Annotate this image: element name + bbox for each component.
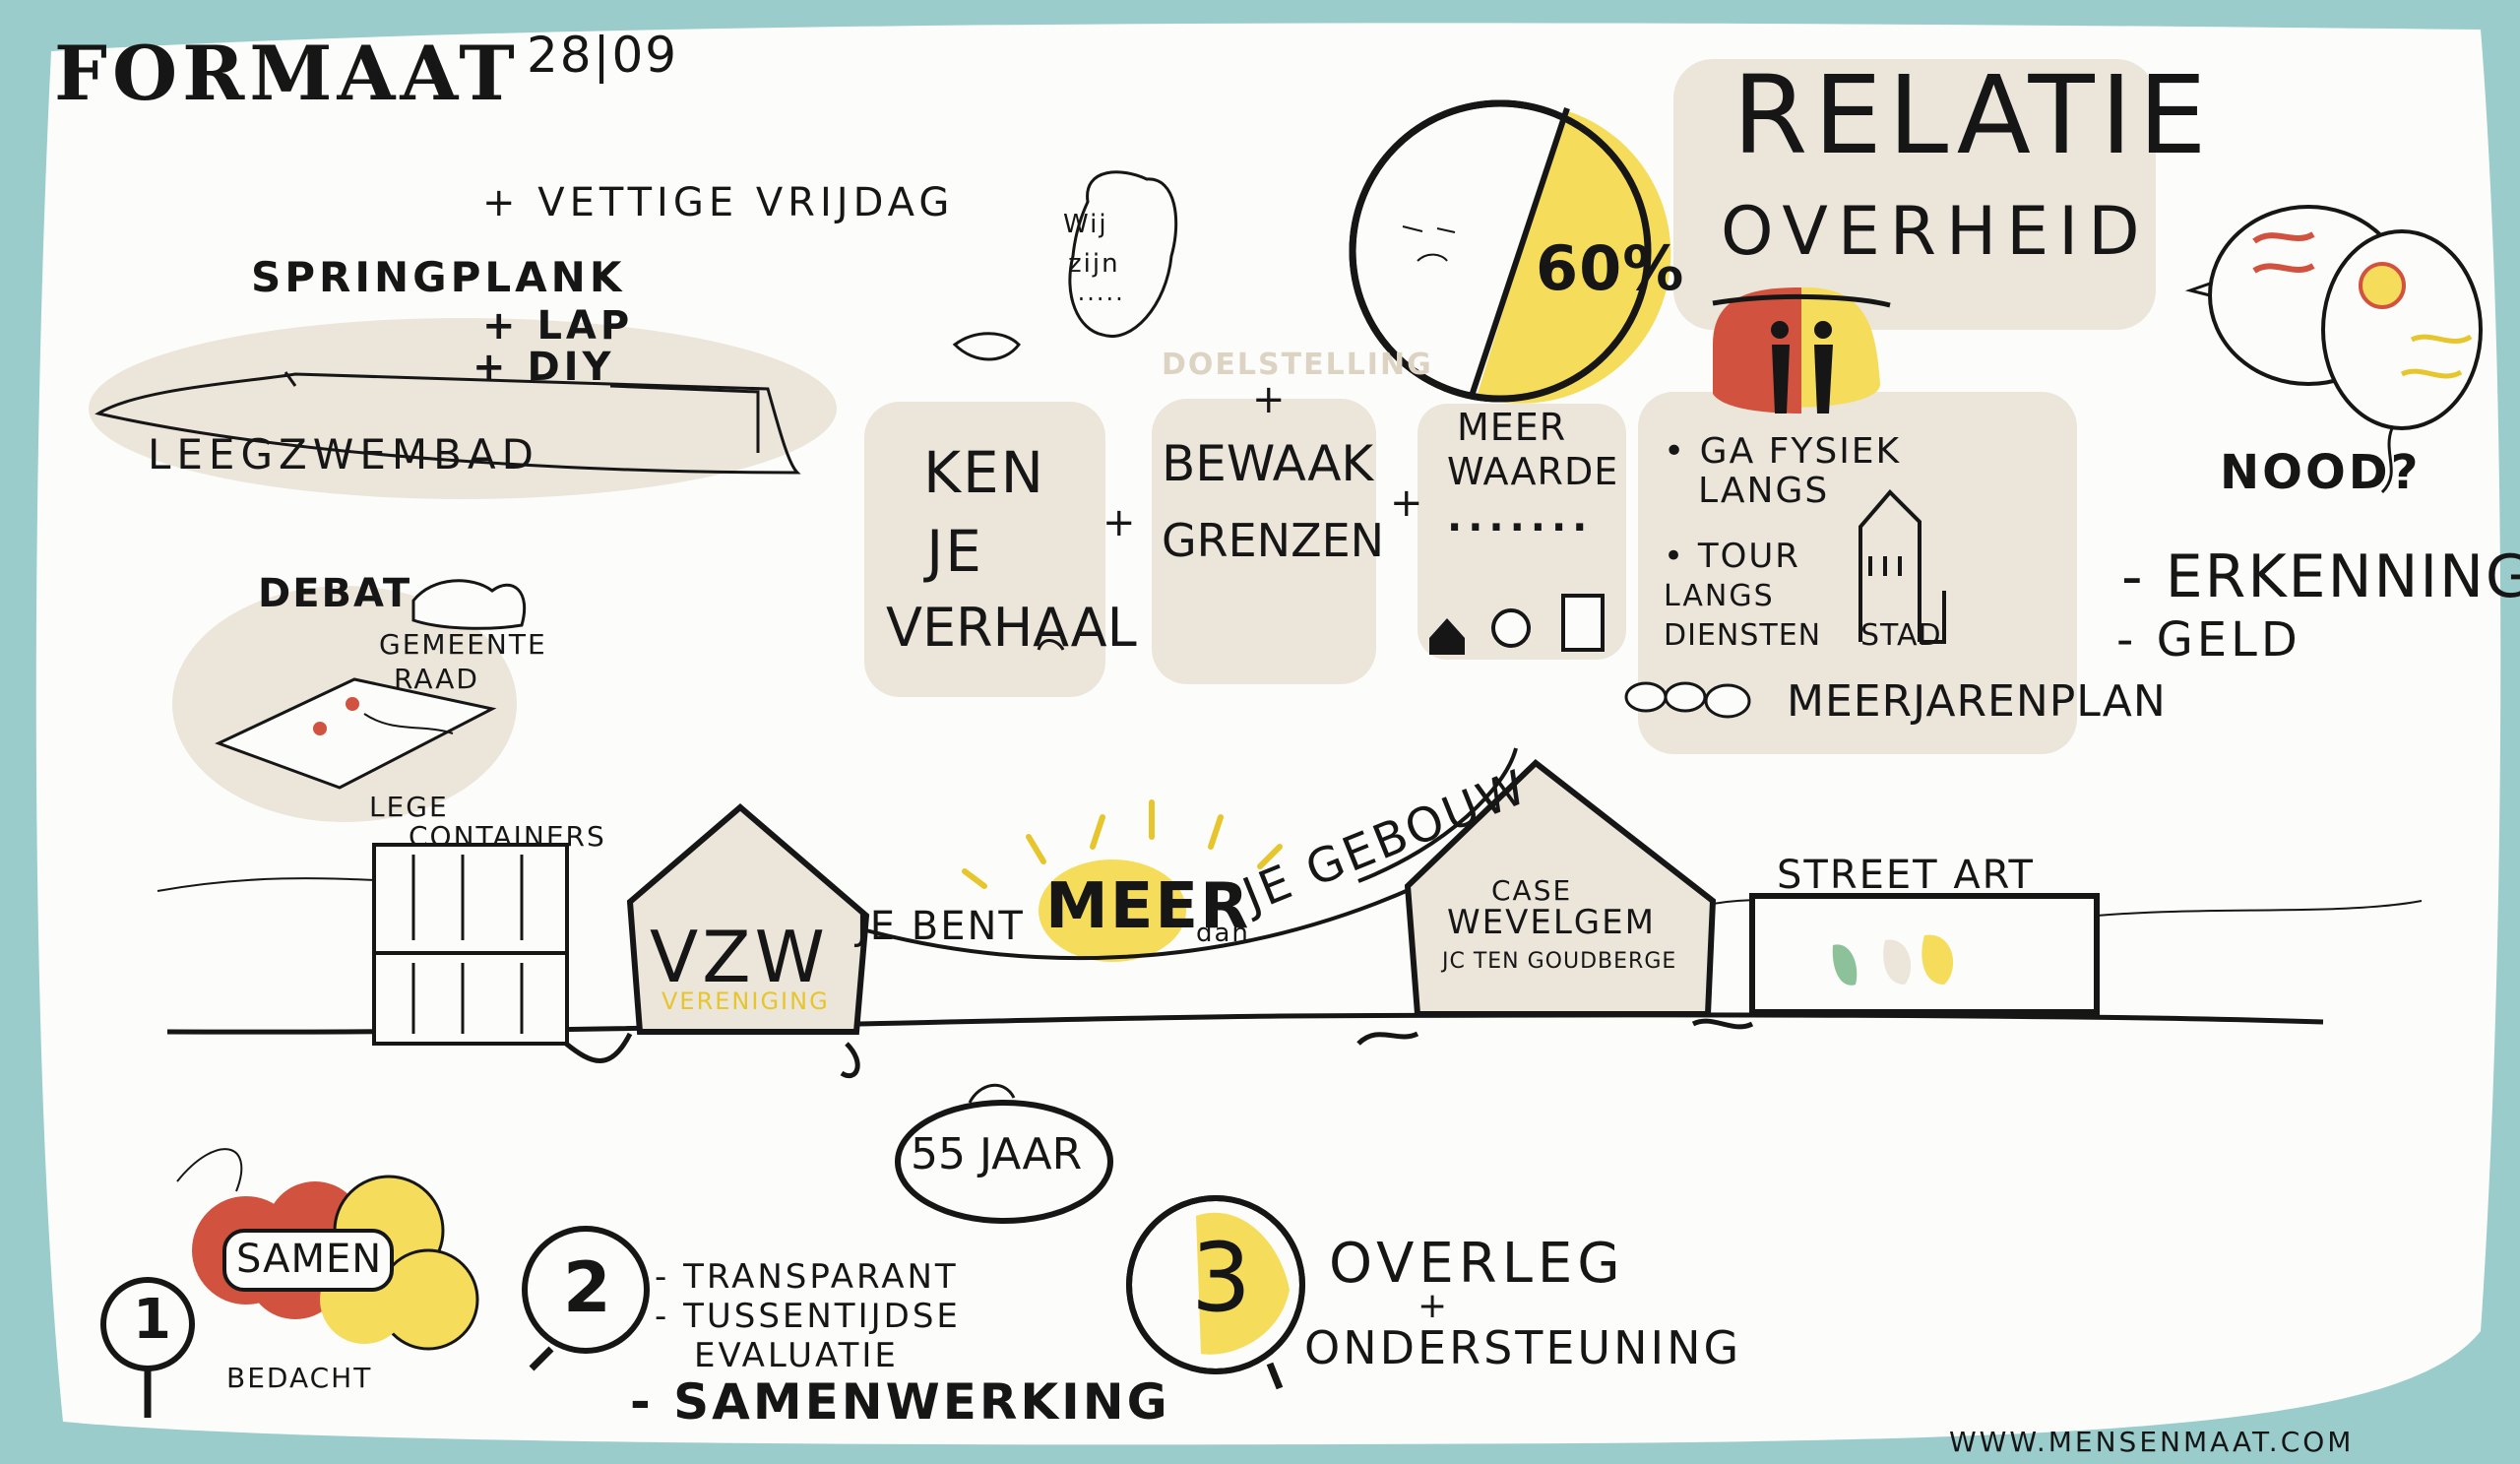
fysiek-line-1: • GA FYSIEK: [1664, 431, 1902, 472]
square-icon: [1561, 594, 1605, 652]
meer-dots: .......: [1447, 495, 1594, 541]
containers-icon: [372, 843, 569, 1046]
meer-line-1: MEER: [1457, 406, 1567, 449]
lap-label: + LAP: [482, 303, 634, 349]
bewaak-line-1: BEWAAK: [1162, 435, 1374, 492]
dan-label: dan: [1196, 919, 1250, 948]
case-label-2: WEVELGEM: [1447, 903, 1656, 942]
meerjarenplan-label: MEERJARENPLAN: [1787, 676, 2167, 727]
ken-line-2: JE: [926, 518, 983, 585]
house-icon: [1429, 618, 1465, 655]
erkenning-label: - ERKENNING: [2121, 542, 2520, 611]
meer-line-2: WAARDE: [1447, 450, 1619, 493]
doelstelling-label: DOELSTELLING: [1162, 348, 1433, 382]
evaluatie-label: EVALUATIE: [694, 1336, 899, 1375]
je-bent-label: JE BENT: [856, 904, 1025, 949]
header-date: 28|09: [527, 27, 679, 84]
containers-label-1: LEGE: [369, 791, 449, 823]
website-label: WWW.MENSENMAAT.COM: [1949, 1426, 2355, 1458]
stad-label: STAD: [1860, 618, 1942, 653]
jaar-label: 55 JAAR: [911, 1129, 1083, 1179]
pie-chart: [1349, 99, 1671, 404]
tour-line-2: LANGS: [1664, 579, 1775, 613]
tussentijdse-label: - TUSSENTIJDSE: [655, 1297, 961, 1336]
overheid-title: OVERHEID: [1721, 193, 2150, 271]
number-2-circle: [522, 1226, 650, 1354]
sad-face-icon: [1402, 225, 1456, 262]
case-label-1: CASE: [1491, 874, 1573, 907]
containers-label-2: CONTAINERS: [409, 820, 606, 853]
number-3: 3: [1191, 1223, 1254, 1333]
meer-label: MEER: [1045, 870, 1251, 943]
relatie-blob: [1673, 59, 2156, 330]
bewaak-box: [1152, 399, 1376, 684]
speech-bubble: [1068, 170, 1178, 338]
graffiti-beige: [1883, 939, 1912, 985]
case-house: [1404, 759, 1717, 1017]
geld-label: - GELD: [2116, 612, 2301, 668]
ken-line-3: VERHAAL: [886, 597, 1137, 659]
vettige-vrijdag-label: + VETTIGE VRIJDAG: [482, 180, 955, 225]
gemeenteraad-label-1: GEMEENTE: [379, 628, 547, 661]
nood-label: NOOD?: [2220, 445, 2422, 500]
bewaak-plus: +: [1252, 377, 1288, 422]
sun-rays: [962, 799, 1283, 889]
ken-plus: +: [1102, 500, 1138, 545]
overleg-plus: +: [1418, 1286, 1450, 1326]
bewaak-line-2: GRENZEN: [1162, 514, 1385, 567]
debat-bubbles-icon: [411, 579, 527, 630]
vzw-label: VZW: [650, 916, 829, 998]
ken-line-1: KEN: [922, 439, 1046, 506]
zwembad-label: LEEGZWEMBAD: [148, 430, 539, 478]
graffiti-yellow: [1922, 934, 1954, 985]
zwembad-outline: [94, 372, 801, 475]
stad-building-icon: [1858, 489, 1946, 644]
tour-line-1: • TOUR: [1664, 537, 1800, 576]
bewaak-plus-right: +: [1390, 480, 1425, 526]
zwembad-blob: [89, 318, 837, 499]
graffiti-green: [1832, 944, 1858, 986]
speech-zijn: zijn: [1068, 249, 1120, 279]
number-2: 2: [563, 1247, 613, 1328]
glasses-icon: [1624, 681, 1751, 719]
gemeenteraad-table: [215, 677, 497, 790]
mouth-icon: [952, 332, 1021, 361]
number-1: 1: [133, 1288, 173, 1352]
fysiek-line-2: LANGS: [1698, 471, 1830, 511]
vzw-house: [626, 803, 870, 1035]
gemeenteraad-label-2: RAAD: [394, 663, 479, 695]
ken-box: [864, 402, 1105, 697]
speech-dots: ......: [1068, 279, 1125, 306]
diy-label: + DIY: [472, 345, 615, 390]
meer-highlight: [1039, 859, 1186, 962]
debat-label: DEBAT: [258, 571, 412, 616]
bedacht-label: BEDACHT: [226, 1362, 373, 1394]
relatie-title: RELATIE: [1732, 52, 2213, 178]
tour-line-3: DIENSTEN: [1664, 618, 1822, 653]
transparant-label: - TRANSPARANT: [655, 1257, 959, 1297]
springplank-label: SPRINGPLANK: [251, 253, 626, 301]
ondersteuning-label: ONDERSTEUNING: [1304, 1321, 1742, 1374]
street-art-label: STREET ART: [1777, 853, 2035, 898]
balloons-icon: [2184, 205, 2483, 494]
people-icon: [1712, 287, 1891, 414]
samen-cloud: [192, 1175, 479, 1351]
samenwerking-label: - SAMENWERKING: [630, 1373, 1170, 1431]
fysiek-box: [1638, 392, 2077, 754]
overleg-label: OVERLEG: [1329, 1232, 1625, 1296]
euro-icon: [1491, 608, 1531, 648]
samen-label: SAMEN: [236, 1237, 383, 1282]
jaar-ellipse: [895, 1100, 1113, 1224]
case-label-3: JC TEN GOUDBERGE: [1442, 949, 1677, 974]
header-title: FORMAAT: [54, 30, 520, 117]
speech-wij: Wij: [1063, 210, 1108, 239]
rope-line: [865, 884, 1418, 961]
pie-label: 60%: [1536, 232, 1685, 304]
vereniging-label: VERENIGING: [662, 987, 830, 1015]
